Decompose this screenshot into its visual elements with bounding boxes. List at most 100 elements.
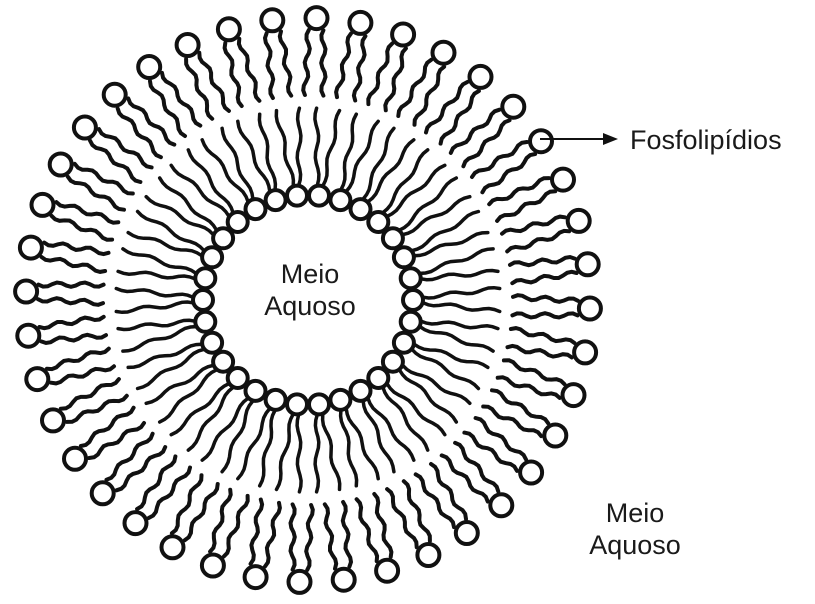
phospholipid-head — [122, 510, 149, 537]
lipid-tail — [49, 364, 116, 386]
lipid-tail — [412, 342, 490, 370]
phospholipid-head — [348, 378, 373, 403]
lipid-tail — [208, 487, 233, 554]
phospholipid-head — [211, 226, 236, 251]
lipid-tail — [304, 503, 315, 572]
lipid-tail — [65, 174, 126, 212]
phospholipid-head — [565, 207, 592, 234]
lipid-tail — [412, 230, 490, 258]
lipid-tail — [448, 107, 502, 155]
lipid-tail — [160, 70, 203, 128]
outer-label-line1: Meio — [605, 498, 665, 528]
lipid-tail — [366, 41, 395, 107]
lipid-tail — [481, 404, 544, 439]
phospholipid-head — [13, 278, 40, 305]
phospholipid-head — [398, 309, 423, 334]
lipid-tail — [473, 416, 528, 462]
phospholipid-head — [199, 552, 226, 579]
lipid-tail — [351, 34, 368, 103]
lipid-tail — [274, 108, 296, 188]
phospholipid-head — [286, 568, 313, 595]
lipid-tail — [505, 343, 574, 360]
lipid-tail — [97, 127, 154, 170]
phospholipid-head — [348, 197, 373, 222]
lipid-tail — [236, 406, 272, 481]
phospholipid-head — [401, 288, 425, 312]
phospholipid-head — [303, 5, 330, 32]
lipid-tail — [319, 28, 328, 98]
phospholipid-head — [528, 128, 554, 155]
phospholipid-head — [398, 266, 423, 291]
inner-aqueous-medium-label: Meio Aquoso — [220, 258, 400, 322]
lipid-tail — [412, 64, 447, 127]
lipid-tail — [49, 213, 115, 242]
phospholipid-head — [542, 422, 569, 449]
lipid-tail — [36, 296, 105, 307]
lipid-tail — [383, 46, 408, 113]
lipid-tail — [340, 500, 354, 569]
lipid-tail — [381, 385, 430, 452]
lipid-tail — [419, 268, 500, 282]
phospholipid-head — [193, 309, 218, 334]
lipid-tail — [114, 300, 195, 315]
lipid-tail — [44, 346, 111, 372]
outer-phospholipid-layer — [13, 5, 603, 595]
lipid-tail — [39, 332, 108, 346]
lipid-tail — [87, 421, 146, 460]
phospholipid-head — [415, 542, 442, 568]
lipid-tail — [169, 473, 204, 536]
phospholipid-head — [136, 54, 163, 80]
phospholipid-head — [200, 245, 225, 270]
lipid-tail — [385, 381, 447, 437]
phospholipid-head — [285, 183, 309, 208]
inner-label-line1: Meio — [280, 259, 340, 289]
lipid-tail — [200, 396, 250, 462]
phospholipid-head — [101, 81, 128, 108]
lipid-tail — [169, 381, 231, 437]
lipid-tail — [372, 492, 394, 559]
phospholipid-head — [572, 339, 599, 366]
phospholipid-head — [225, 366, 250, 390]
lipid-tail — [248, 497, 265, 566]
lipid-tail — [453, 440, 501, 494]
phospholipid-head — [560, 382, 587, 409]
phospholipid-head — [330, 566, 357, 593]
lipid-tail — [366, 138, 416, 204]
phospholipid-head — [159, 534, 186, 561]
phospholipid-head — [574, 251, 601, 278]
lipid-tail — [186, 385, 235, 452]
phospholipid-head — [430, 39, 457, 66]
lipid-tail — [257, 408, 277, 488]
lipid-tail — [200, 138, 250, 204]
lipid-tail — [490, 388, 551, 426]
lipid-tail — [221, 493, 250, 559]
phospholipid-head — [285, 392, 309, 417]
lipid-tail — [361, 399, 396, 474]
lipid-tail — [418, 324, 495, 353]
lipid-tail — [295, 412, 303, 494]
lipid-tail — [320, 412, 342, 492]
lipid-tail — [344, 406, 380, 481]
lipid-tail — [321, 108, 342, 188]
lipid-tail — [42, 240, 111, 257]
lipid-tail — [36, 280, 106, 289]
lipid-tail — [495, 375, 562, 400]
phospholipid-head — [263, 188, 288, 213]
phospholipid-head — [550, 166, 576, 193]
phospholipid-head — [263, 387, 288, 412]
lipid-tail — [338, 408, 359, 488]
phospholipid-head — [193, 266, 218, 291]
lipid-tail — [116, 318, 197, 332]
lipid-tail — [58, 377, 121, 411]
lipid-tail — [157, 176, 219, 232]
phospholipid-head — [215, 16, 242, 43]
phospholipid-head — [200, 330, 225, 355]
lipid-tail — [115, 106, 163, 160]
lipid-tail — [288, 502, 297, 572]
lipid-tail — [126, 230, 204, 258]
lipid-tail — [274, 412, 295, 492]
phospholipid-head — [380, 226, 405, 251]
phospholipid-head — [243, 378, 268, 403]
phospholipid-head — [576, 295, 603, 322]
